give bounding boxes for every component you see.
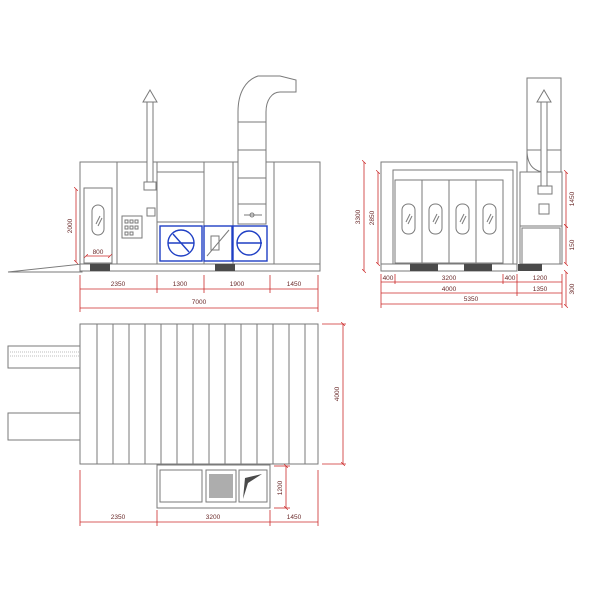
dim-total-length: 7000 <box>192 299 207 306</box>
dim-side-seg-2: 3200 <box>442 275 457 282</box>
dim-right-lower: 150 <box>569 239 576 250</box>
door-window <box>91 204 105 236</box>
exhaust-arrow <box>142 89 158 103</box>
dim-top-width: 4000 <box>334 386 341 401</box>
side-dimensions: 3300 2850 1450 150 300 400 3200 400 1200… <box>355 162 576 308</box>
side-doors <box>394 179 504 264</box>
roof-panels <box>96 324 306 464</box>
top-view: 4000 1200 2350 3200 1450 <box>7 323 346 526</box>
dim-side-seg-3: 400 <box>505 275 516 282</box>
front-dimensions: 2000 800 2350 1300 1900 1450 7000 <box>67 189 319 312</box>
dim-door-width: 800 <box>93 249 104 256</box>
dim-unit-depth: 1200 <box>277 480 284 495</box>
dim-height-inner: 2850 <box>369 210 376 225</box>
ramp-bottom <box>7 412 81 441</box>
dim-right-base: 300 <box>569 283 576 294</box>
dim-side-4000: 4000 <box>442 286 457 293</box>
top-dimensions: 4000 1200 2350 3200 1450 <box>79 324 346 526</box>
base-block-right <box>215 264 235 271</box>
ramp-top <box>7 345 81 369</box>
dim-height-total: 3300 <box>355 209 362 224</box>
fan-unit-right <box>232 225 268 262</box>
base-block-left <box>90 264 110 271</box>
dim-top-seg-2: 3200 <box>206 514 221 521</box>
dim-segment-4: 1450 <box>287 281 302 288</box>
exhaust-stack <box>146 101 154 185</box>
front-view: 2000 800 2350 1300 1900 1450 7000 <box>7 75 321 312</box>
dim-side-total: 5350 <box>464 296 479 303</box>
intake-duct <box>237 75 297 225</box>
dim-segment-1: 2350 <box>111 281 126 288</box>
dim-door-height: 2000 <box>67 218 74 233</box>
dim-segment-3: 1900 <box>230 281 245 288</box>
dim-top-seg-3: 1450 <box>287 514 302 521</box>
dim-right-upper: 1450 <box>569 191 576 206</box>
fan-unit-left <box>159 225 203 262</box>
dim-side-seg-4: 1200 <box>533 275 548 282</box>
roof-outline <box>79 323 319 465</box>
dim-segment-2: 1300 <box>173 281 188 288</box>
filter-unit <box>203 225 233 262</box>
dim-side-1350: 1350 <box>533 286 548 293</box>
dim-side-seg-1: 400 <box>383 275 394 282</box>
side-view: 3300 2850 1450 150 300 400 3200 400 1200… <box>355 77 576 308</box>
dim-top-seg-1: 2350 <box>111 514 126 521</box>
entry-ramp <box>7 263 83 273</box>
booth-body <box>79 161 321 265</box>
